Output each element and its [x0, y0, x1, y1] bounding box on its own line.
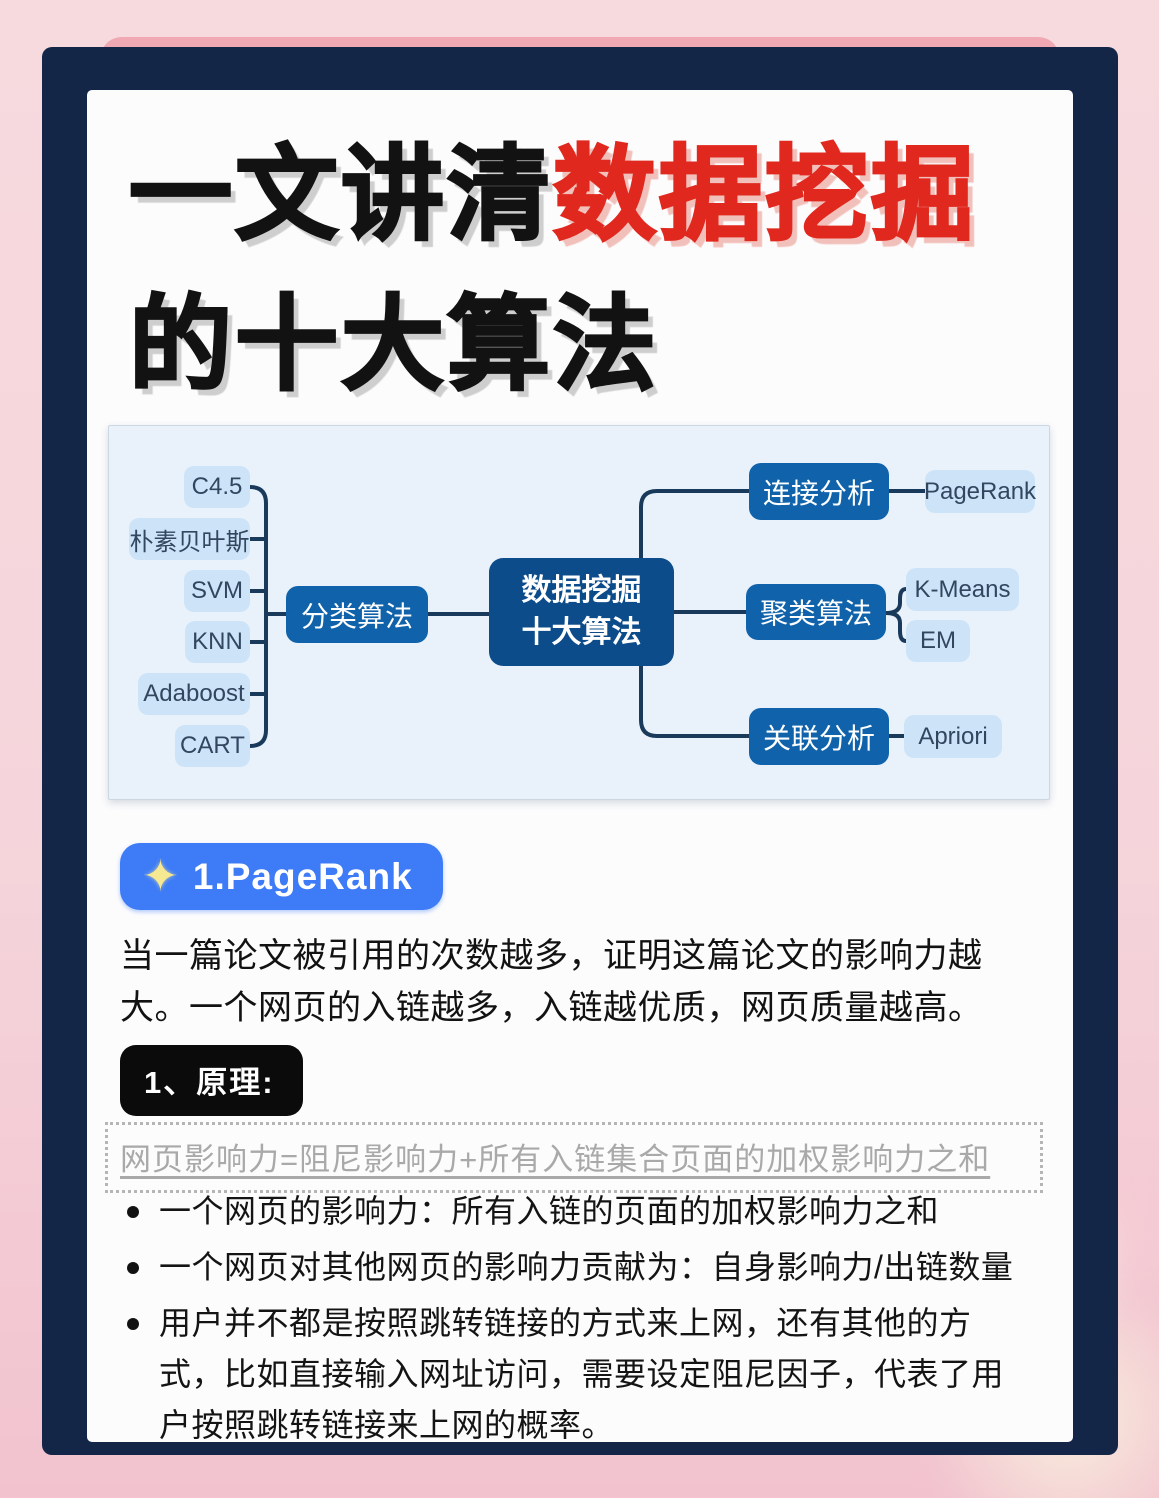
- section-badge-label: 1.PageRank: [192, 855, 413, 897]
- title-red-text: 数据挖掘: [552, 136, 977, 254]
- mindmap-leaf-em: EM: [906, 620, 970, 662]
- pagerank-section-badge: ✦ 1.PageRank: [120, 843, 443, 910]
- title-black-text: 一文讲清: [128, 136, 553, 254]
- mindmap-leaf-apriori: Apriori: [904, 715, 1002, 758]
- formula-box: 网页影响力=阻尼影响力+所有入链集合页面的加权影响力之和: [105, 1122, 1043, 1193]
- list-item: 一个网页的影响力：所有入链的页面的加权影响力之和: [123, 1186, 1035, 1237]
- title-line-1: 一文讲清数据挖掘: [128, 120, 977, 270]
- mindmap-central-node: 数据挖掘 十大算法: [489, 558, 674, 666]
- bullet-dot: [127, 1262, 139, 1274]
- mindmap-branch-association: 关联分析: [749, 708, 889, 765]
- connector-line: [884, 611, 908, 643]
- mindmap-connectors: [248, 485, 927, 748]
- bullet-dot: [127, 1318, 139, 1330]
- mindmap-leaf-c45: C4.5: [184, 466, 250, 508]
- mindmap-branch-link-analysis: 连接分析: [749, 463, 889, 520]
- page-title: 一文讲清数据挖掘 的十大算法: [128, 120, 977, 420]
- mindmap-branch-classification: 分类算法: [286, 586, 428, 643]
- title-line-2: 的十大算法: [128, 286, 659, 404]
- intro-paragraph: 当一篇论文被引用的次数越多，证明这篇论文的影响力越大。一个网页的入链越多，入链越…: [120, 937, 983, 1027]
- connector-line: [639, 489, 751, 564]
- mindmap-leaf-pagerank: PageRank: [924, 470, 1036, 513]
- connector-line: [248, 485, 268, 748]
- list-item: 一个网页对其他网页的影响力贡献为：自身影响力/出链数量: [123, 1242, 1035, 1293]
- mindmap-leaf-naive-bayes: 朴素贝叶斯: [129, 518, 250, 560]
- mindmap-panel: C4.5 朴素贝叶斯 SVM KNN Adaboost CART 分类算法 数据…: [108, 425, 1050, 800]
- mindmap-leaf-cart: CART: [175, 725, 250, 767]
- list-item: 用户并不都是按照跳转链接的方式来上网，还有其他的方式，比如直接输入网址访问，需要…: [123, 1298, 1035, 1451]
- mindmap-leaf-kmeans: K-Means: [906, 568, 1019, 611]
- mindmap-leaf-adaboost: Adaboost: [138, 673, 250, 715]
- content-card: 一文讲清数据挖掘 的十大算法: [87, 90, 1073, 1443]
- principle-badge: 1、原理:: [120, 1045, 303, 1116]
- mindmap-leaf-svm: SVM: [184, 570, 250, 612]
- bullet-list: 一个网页的影响力：所有入链的页面的加权影响力之和 一个网页对其他网页的影响力贡献…: [123, 1186, 1035, 1456]
- mindmap-branch-clustering: 聚类算法: [746, 584, 886, 640]
- mindmap-leaf-knn: KNN: [185, 621, 250, 663]
- formula-text: 网页影响力=阻尼影响力+所有入链集合页面的加权影响力之和: [120, 1142, 991, 1177]
- connector-line: [884, 587, 908, 615]
- connector-line: [639, 660, 751, 738]
- sparkle-icon: ✦: [142, 851, 179, 901]
- bullet-dot: [127, 1206, 139, 1218]
